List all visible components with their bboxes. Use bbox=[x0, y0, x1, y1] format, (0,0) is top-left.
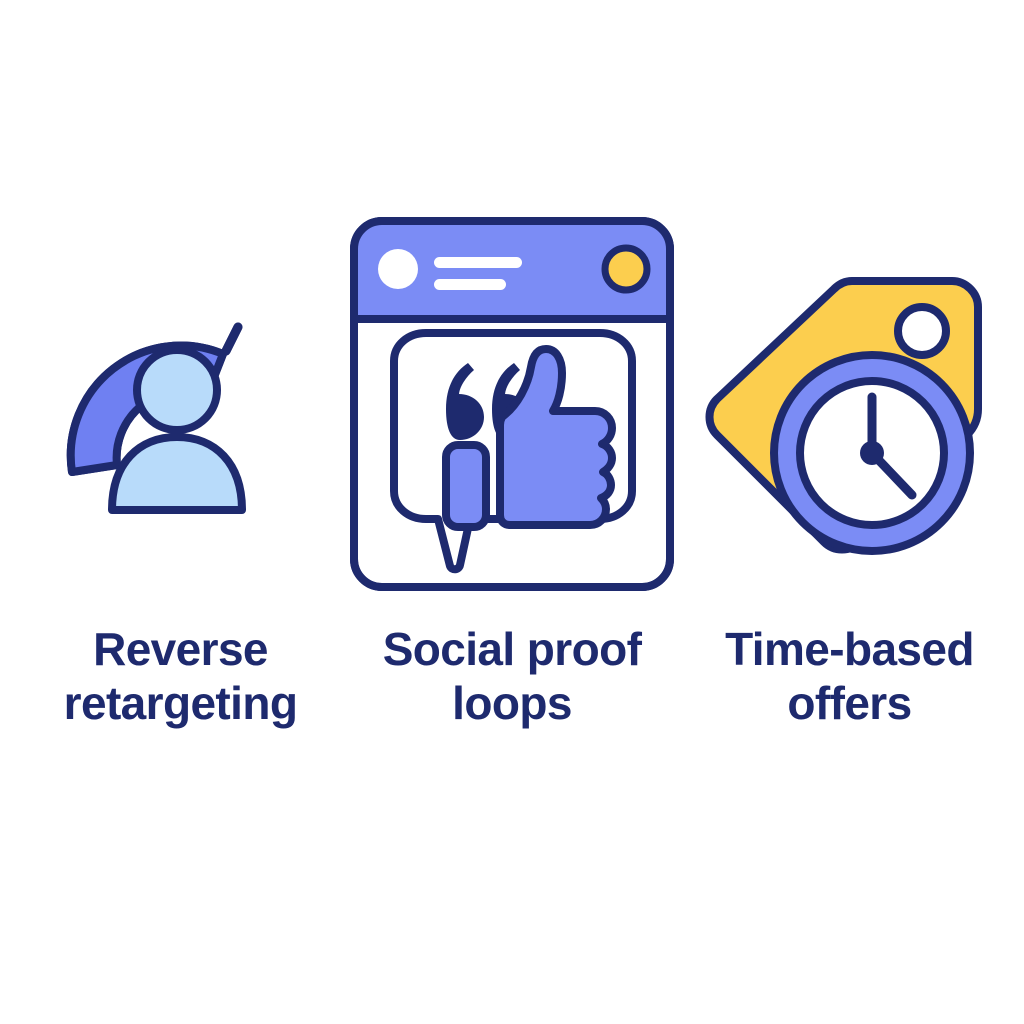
title-bar-avatar-dot bbox=[378, 249, 418, 289]
title-bar-status-dot bbox=[601, 244, 651, 294]
thumbs-up-cuff bbox=[442, 441, 490, 531]
feature-items-row: Reverse retargeting bbox=[0, 200, 1024, 760]
person-head-circle bbox=[132, 346, 221, 434]
feature-item-time-based-offers: Time-based offers bbox=[683, 200, 1024, 731]
browser-window-testimonial-like-icon bbox=[347, 194, 677, 614]
user-refresh-cycle-icon bbox=[12, 212, 342, 632]
title-bar-text-line-long bbox=[434, 257, 522, 268]
price-tag-clock-icon bbox=[685, 212, 1015, 632]
person-body-shoulders bbox=[107, 433, 246, 514]
lower-arrow-stem bbox=[221, 322, 242, 356]
thumbs-up-hand bbox=[496, 345, 616, 529]
feature-label-reverse-retargeting: Reverse retargeting bbox=[63, 623, 298, 730]
feature-label-social-proof-loops: Social proof loops bbox=[382, 623, 642, 730]
tag-eyelet-hole bbox=[893, 303, 950, 359]
clock-center-pin bbox=[859, 441, 884, 465]
feature-label-time-based-offers: Time-based offers bbox=[725, 623, 974, 730]
window-frame-outline bbox=[350, 217, 674, 591]
feature-item-reverse-retargeting: Reverse retargeting bbox=[0, 200, 341, 731]
feature-item-social-proof-loops: Social proof loops bbox=[342, 200, 683, 731]
title-bar-text-line-short bbox=[434, 279, 506, 290]
